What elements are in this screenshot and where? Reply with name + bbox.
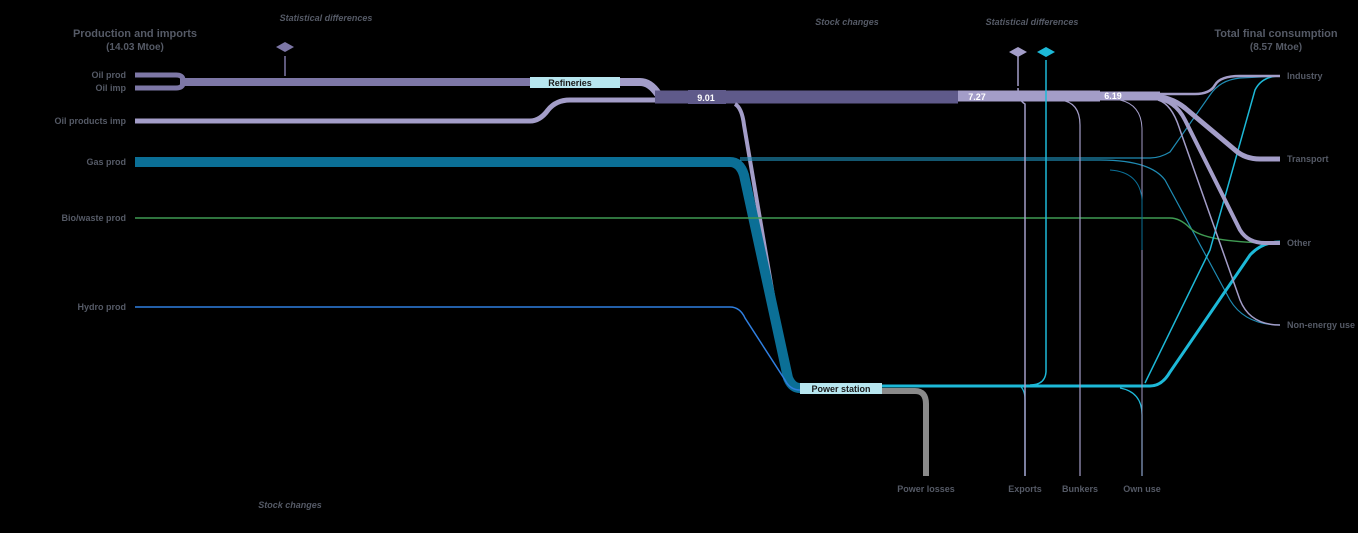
flow-gas-to-power (135, 157, 801, 393)
power-station-label: Power station (811, 384, 870, 394)
flow-oil-to-other (1154, 96, 1280, 245)
flow-oil-to-power (733, 102, 801, 388)
sink-other: Other (1287, 238, 1312, 248)
value-7-27: 7.27 (968, 92, 986, 102)
value-6-19: 6.19 (1104, 91, 1122, 101)
flow-gas-own-use (1109, 169, 1143, 250)
source-hydro-prod: Hydro prod (78, 302, 127, 312)
flow-oil-to-nonenergy (1157, 99, 1281, 326)
refineries-label: Refineries (548, 78, 592, 88)
stat-diff-left-diamond-icon[interactable] (276, 42, 294, 52)
flow-oil-bunkers (1059, 99, 1081, 476)
flow-elec-stat-diff (1029, 60, 1047, 386)
stat-diff-right-diamond-a-icon[interactable] (1009, 47, 1027, 57)
source-oil-prod: Oil prod (92, 70, 127, 80)
flow-power-losses (882, 388, 929, 476)
left-header-title: Production and imports (73, 28, 197, 40)
source-biowaste-prod: Bio/waste prod (61, 213, 126, 223)
flow-oil-exports (1017, 87, 1026, 476)
stock-changes-top-label: Stock changes (815, 17, 879, 27)
flow-gas-to-nonenergy (740, 159, 1281, 326)
flow-oil-to-transport (1149, 93, 1280, 162)
flow-refinery-out (620, 78, 662, 97)
stat-diff-right-label: Statistical differences (986, 17, 1079, 27)
flow-oil-own-use (1119, 99, 1143, 476)
flow-elec-to-industry (1144, 75, 1281, 384)
sink-non-energy-use: Non-energy use (1287, 320, 1355, 330)
flow-oil-prod (135, 72, 186, 81)
source-oil-imp: Oil imp (95, 83, 126, 93)
right-header-title: Total final consumption (1214, 28, 1338, 40)
flow-oil-to-industry (1160, 74, 1280, 96)
source-gas-prod: Gas prod (86, 157, 126, 167)
value-9-01-box (688, 90, 726, 104)
sink-industry: Industry (1287, 71, 1323, 81)
sink-transport: Transport (1287, 154, 1329, 164)
flow-gas-to-industry (740, 75, 1281, 159)
right-header-subtitle: (8.57 Mtoe) (1250, 42, 1302, 53)
sink-bunkers: Bunkers (1062, 484, 1098, 494)
sink-exports: Exports (1008, 484, 1042, 494)
power-station-node[interactable] (800, 383, 882, 394)
flow-elec-to-other (882, 240, 1281, 388)
flow-elec-own-use (1119, 387, 1143, 476)
value-9-01: 9.01 (697, 93, 715, 103)
source-oil-products-imp: Oil products imp (54, 116, 126, 126)
stock-changes-bottom-label: Stock changes (258, 500, 322, 510)
refineries-node[interactable] (530, 77, 620, 88)
flow-hydro (135, 306, 801, 391)
sink-power-losses: Power losses (897, 484, 955, 494)
left-header-subtitle: (14.03 Mtoe) (106, 42, 164, 53)
flow-biowaste (135, 217, 1281, 244)
stat-diff-left-label: Statistical differences (280, 13, 373, 23)
flow-oil-products-imp (135, 97, 655, 124)
stat-diff-right-diamond-b-icon[interactable] (1037, 47, 1055, 57)
sink-own-use: Own use (1123, 484, 1161, 494)
flow-oil-imp (135, 82, 186, 91)
